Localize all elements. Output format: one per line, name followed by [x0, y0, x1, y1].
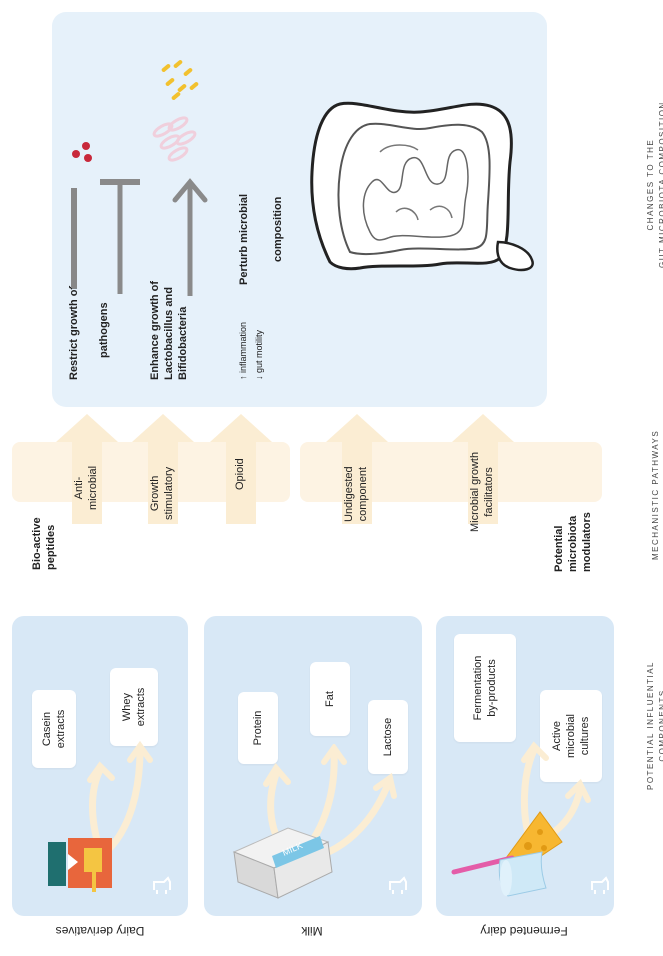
active-cultures-tag: Active microbial cultures — [540, 690, 602, 782]
fermentation-byproducts-tag: Fermentation by-products — [454, 634, 516, 742]
enhance-arrow-icon — [172, 178, 208, 296]
protein-tag: Protein — [238, 692, 278, 764]
pathway-arrow-antimicrobial — [56, 414, 118, 524]
pathway-arrow-growth — [132, 414, 194, 524]
section-caption-components: POTENTIAL INFLUENTIAL COMPONENTS — [646, 661, 663, 790]
milk-label: Milk — [301, 924, 323, 938]
milk-carton-icon: MILK — [232, 827, 333, 899]
pathway-arrow-facilitators — [452, 414, 514, 524]
cow-icon — [591, 876, 609, 894]
microbiota-modulators-label: Potential microbiota modulators — [553, 512, 593, 572]
section-caption-changes: CHANGES TO THE GUT MICROBIOTA COMPOSITIO… — [646, 101, 663, 268]
cow-icon — [389, 876, 407, 894]
section-caption-pathways: MECHANISTIC PATHWAYS — [651, 429, 660, 560]
antimicrobial-label: Anti- microbial — [73, 465, 99, 510]
pathogens-label: pathogens — [98, 302, 110, 358]
cow-icon — [153, 876, 171, 894]
yogurt-cup-icon — [451, 851, 547, 897]
undigested-component-label: Undigested component — [343, 466, 369, 522]
supplement-package-icon — [48, 838, 112, 892]
bifidobacteria-icon — [152, 116, 197, 162]
opioid-label: Opioid — [234, 458, 246, 490]
inhibition-bar-icon — [71, 188, 77, 288]
casein-extracts-tag: Casein extracts — [32, 690, 76, 768]
growth-stimulatory-label: Growth stimulatory — [149, 466, 175, 520]
pathway-arrow-opioid — [210, 414, 272, 524]
inflammation-label: ↑ inflammation — [238, 321, 248, 380]
microbial-facilitators-label: Microbial growth facilitators — [469, 451, 495, 532]
pathogen-bacteria-icon — [72, 142, 92, 162]
derivatives-arrows-icon — [87, 740, 153, 856]
whey-extracts-tag: Whey extracts — [110, 668, 158, 746]
lactobacillus-icon — [161, 60, 199, 100]
fat-tag: Fat — [310, 662, 350, 736]
restrict-inhibition-icon — [100, 179, 140, 294]
pathway-arrow-undigested — [326, 414, 388, 524]
gut-motility-label: ↓ gut motility — [254, 329, 264, 380]
perturb-label: Perturb microbial — [238, 193, 250, 285]
intestine-icon — [310, 101, 534, 272]
restrict-growth-label: Restrict growth of — [68, 285, 80, 380]
fermented-dairy-label: Fermented dairy — [480, 924, 568, 938]
dairy-derivatives-label: Dairy derivatives — [55, 924, 145, 938]
lactose-tag: Lactose — [368, 700, 408, 774]
composition-label: composition — [272, 196, 284, 262]
